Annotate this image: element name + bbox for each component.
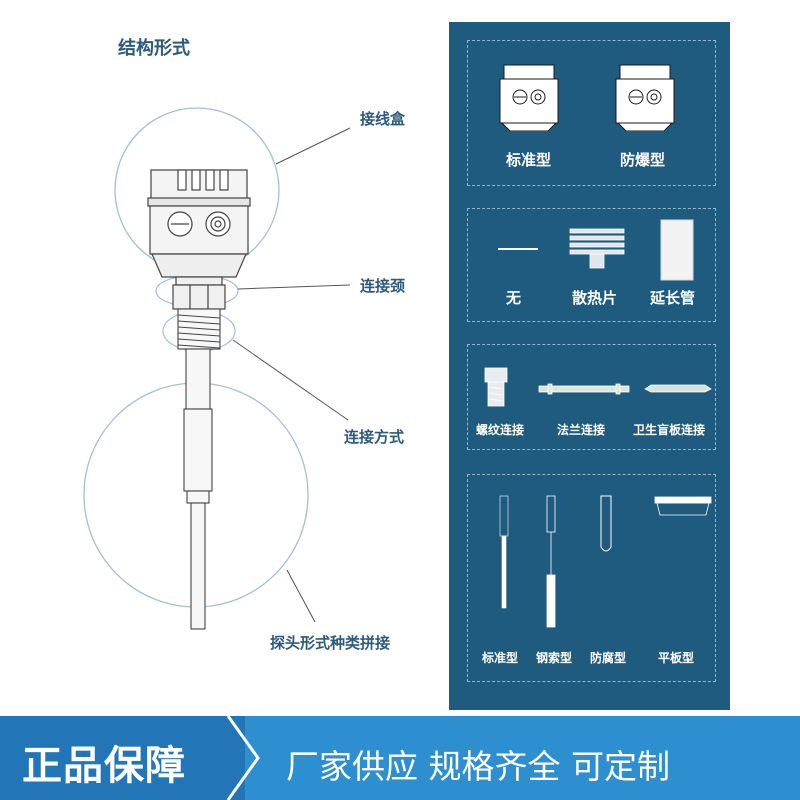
product-structure-diagram (83, 107, 351, 630)
standard-probe-icon (499, 495, 509, 609)
explosion-proof-housing-icon (615, 64, 675, 131)
label-standard-probe: 标准型 (482, 651, 519, 665)
label-cable-probe: 钢索型 (536, 651, 573, 665)
callout-probe: 探头形式种类拼接 (270, 634, 391, 652)
connection-options-box: 螺纹连接 法兰连接 卫生盲板连接 (467, 344, 716, 450)
label-heat-sink: 散热片 (572, 289, 618, 307)
probe-rod-drawing (183, 348, 213, 630)
junction-box-leader (275, 127, 351, 165)
heat-sink-icon (569, 228, 625, 269)
probe-leader (286, 569, 316, 623)
banner-arrow-divider (226, 716, 260, 800)
neck-options-box: 无 散热片 延长管 (467, 208, 716, 322)
label-thread-connection: 螺纹连接 (476, 423, 525, 437)
cable-probe-icon (546, 495, 556, 628)
label-sanitary-connection: 卫生盲板连接 (633, 423, 706, 437)
supply-slogan: 厂家供应 规格齐全 可定制 (286, 747, 670, 786)
label-anticorrosion-probe: 防腐型 (590, 651, 627, 665)
label-flat-probe: 平板型 (658, 651, 695, 665)
callout-junction-box: 接线盒 (360, 110, 406, 128)
callout-neck: 连接颈 (360, 277, 406, 295)
label-none: 无 (506, 289, 522, 307)
housing-options-box: 标准型 防爆型 (467, 40, 716, 186)
page-heading: 结构形式 (118, 38, 190, 59)
extension-tube-icon (660, 219, 694, 281)
neck-drawing (172, 276, 226, 310)
standard-housing-icon (499, 64, 559, 131)
bottom-banner: 正品保障 厂家供应 规格齐全 可定制 (0, 716, 800, 800)
junction-box-drawing (147, 169, 251, 278)
flat-probe-icon (654, 496, 712, 516)
anticorrosion-probe-icon (600, 495, 612, 552)
label-extension: 延长管 (650, 289, 696, 307)
connection-leader (232, 339, 349, 421)
neck-leader (237, 284, 351, 290)
label-explosion-proof: 防爆型 (620, 151, 666, 169)
options-panel: 标准型 防爆型 无 散热片 延长管 (449, 22, 730, 710)
label-standard-housing: 标准型 (506, 151, 552, 169)
none-dash-icon (498, 248, 538, 250)
sanitary-connection-icon (644, 384, 712, 393)
thread-connection-icon (484, 367, 508, 407)
guarantee-text: 正品保障 (22, 743, 186, 789)
label-flange-connection: 法兰连接 (557, 423, 606, 437)
probe-options-box: 标准型 钢索型 防腐型 平板型 (467, 474, 716, 682)
guarantee-badge (0, 716, 245, 800)
thread-drawing (177, 308, 221, 350)
flange-connection-icon (538, 383, 630, 395)
callout-connection: 连接方式 (344, 428, 405, 446)
